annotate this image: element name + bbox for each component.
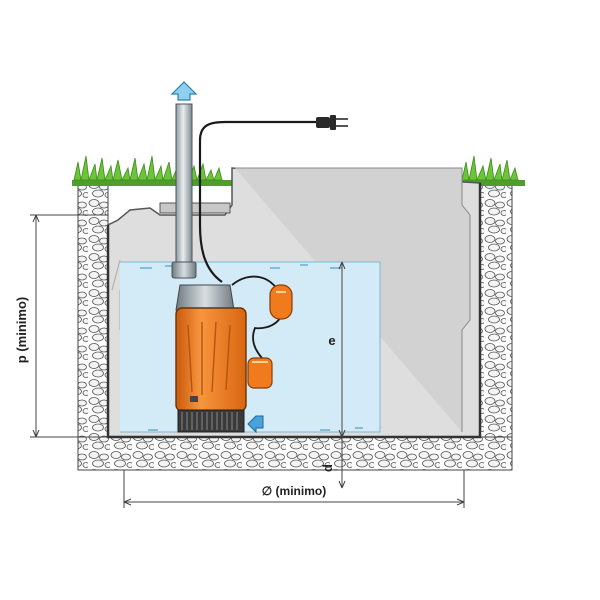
power-cable	[198, 120, 318, 283]
submersible-pump	[175, 284, 247, 433]
inflow-arrow-icon	[247, 415, 264, 434]
water-level-label: e	[328, 333, 335, 348]
bottom-gap-label: d	[320, 464, 335, 472]
float-cable	[231, 275, 285, 359]
depth-label: p (minimo)	[14, 297, 29, 363]
float-switch-icon	[269, 284, 293, 320]
dimension-lines	[30, 214, 465, 508]
water-volume	[120, 261, 381, 433]
level-float	[247, 357, 273, 389]
power-plug-icon	[316, 115, 348, 130]
tank-cover	[159, 202, 231, 214]
discharge-pipe	[171, 103, 197, 279]
diameter-label: ∅ (minimo)	[262, 484, 326, 498]
outflow-arrow-icon	[170, 81, 198, 101]
